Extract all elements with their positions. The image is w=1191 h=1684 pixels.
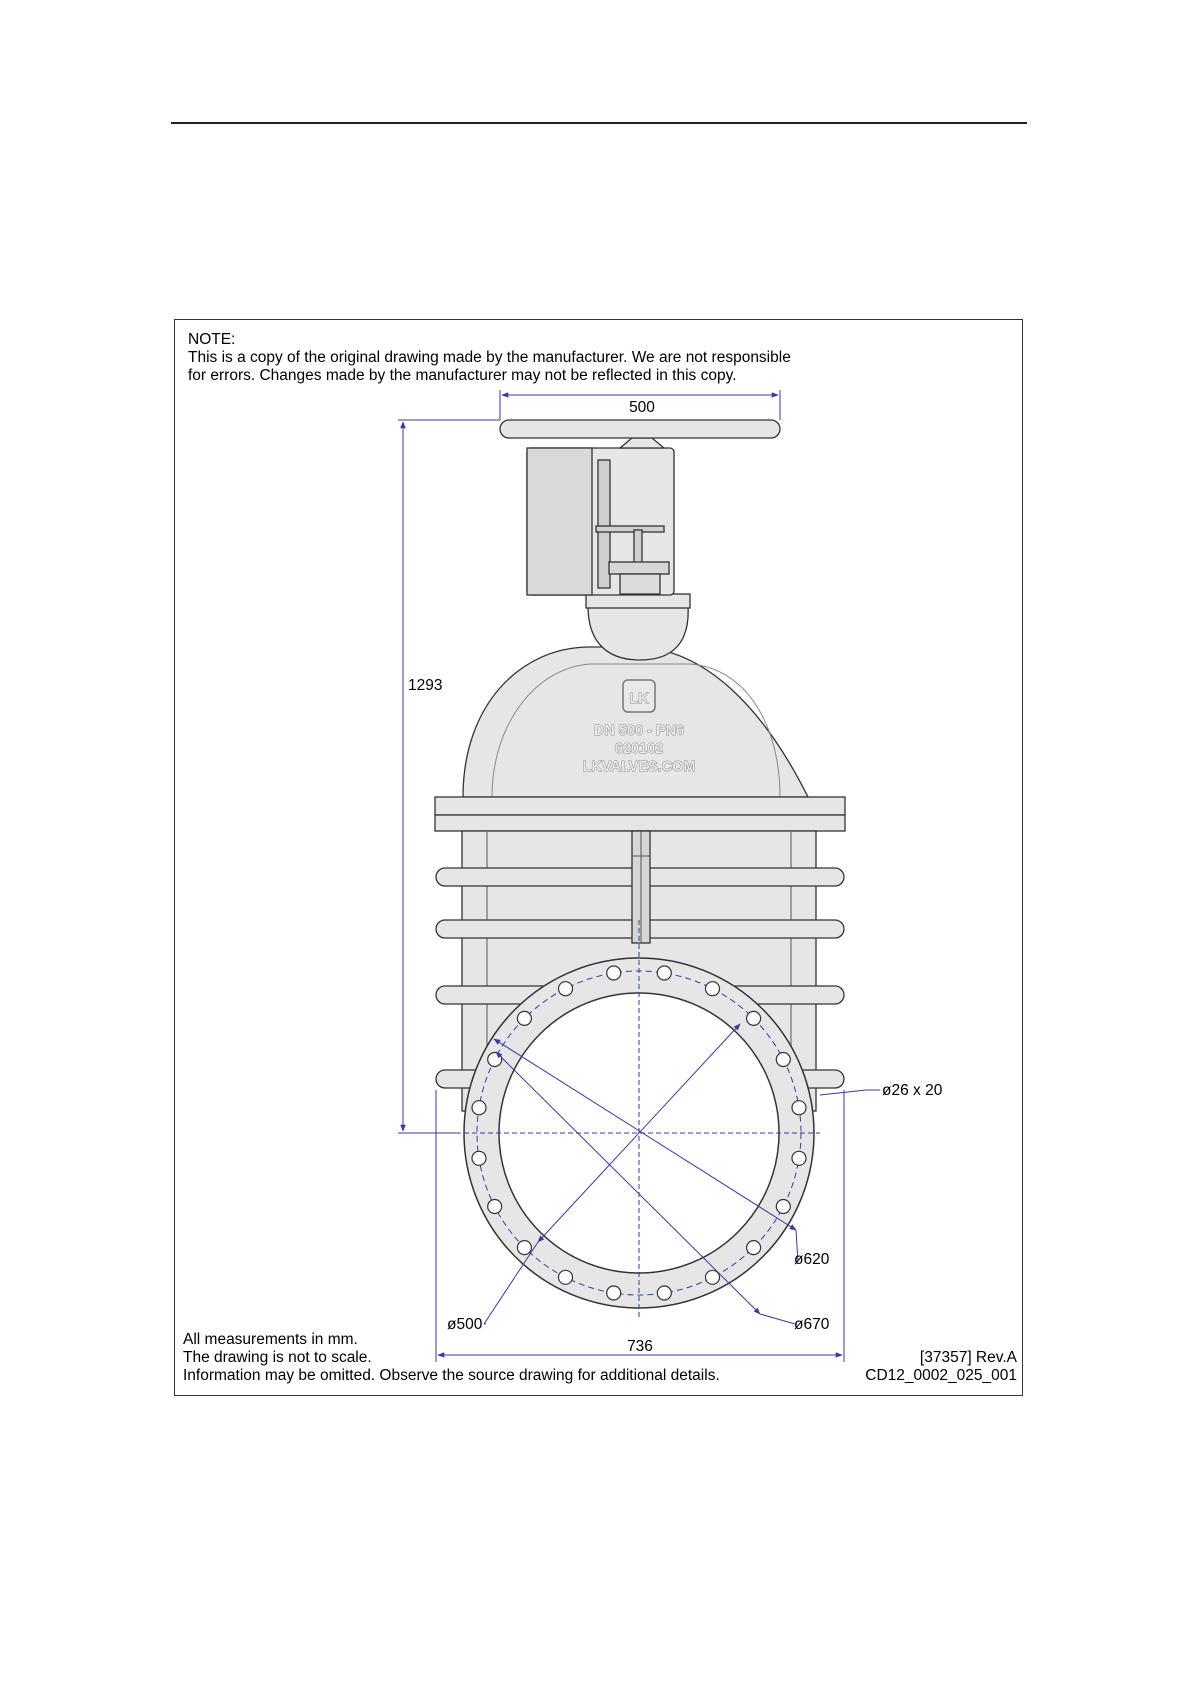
bolt-hole (516, 1010, 533, 1027)
footer-notes: All measurements in mm. The drawing is n… (183, 1331, 720, 1385)
dimension-lines (398, 390, 880, 1362)
footer-line-2: The drawing is not to scale. (183, 1349, 372, 1366)
drawing-code: CD12_0002_025_001 (865, 1367, 1017, 1384)
bonnet-flange-lower (434, 814, 846, 832)
footer-line-3: Information may be omitted. Observe the … (183, 1367, 720, 1384)
gearbox-nut (608, 561, 670, 575)
marking-code: 620102 (615, 741, 663, 757)
bolt-hole (656, 965, 672, 981)
note-block: NOTE: This is a copy of the original dra… (188, 331, 791, 385)
bolt-hole (471, 1100, 487, 1116)
footer-line-1: All measurements in mm. (183, 1331, 358, 1348)
bolt-hole (516, 1239, 533, 1256)
drawing-frame (174, 319, 1023, 1396)
bolt-hole (606, 965, 622, 981)
gearbox (499, 419, 781, 661)
bolt-hole (606, 1285, 622, 1301)
dim-flange-outer: ø670 (794, 1316, 830, 1333)
note-line-1: This is a copy of the original drawing m… (188, 349, 791, 366)
gearbox-cover (526, 447, 593, 596)
bolt-hole (471, 1150, 487, 1166)
drawing-reference: [37357] Rev.A (919, 1349, 1017, 1366)
neck-flange (585, 593, 691, 609)
bolt-hole (557, 981, 574, 997)
handwheel-spider (618, 437, 666, 449)
dim-face-to-face: 736 (627, 1338, 653, 1355)
note-line-2: for errors. Changes made by the manufact… (188, 367, 737, 384)
bolt-hole (745, 1010, 762, 1027)
bolt-hole (791, 1100, 807, 1116)
dim-bolt-holes: ø26 x 20 (882, 1082, 943, 1099)
bolt-hole (656, 1285, 672, 1301)
neck (587, 605, 689, 661)
bolt-hole (557, 1269, 574, 1285)
marking-size: DN 500 - PN6 (594, 723, 684, 739)
handwheel (499, 419, 781, 439)
dim-height: 1293 (408, 677, 442, 694)
bolt-hole (745, 1239, 762, 1256)
dim-handwheel-width: 500 (629, 399, 655, 416)
bolt-hole (775, 1051, 791, 1068)
bolt-hole (704, 981, 721, 997)
bolt-hole (487, 1051, 503, 1068)
bolt-hole (791, 1150, 807, 1166)
marking-url: LKVALVES.COM (582, 759, 695, 775)
body-marking: LK DN 500 - PN6 620102 LKVALVES.COM (582, 679, 696, 775)
bolt-hole (775, 1198, 791, 1215)
bolt-hole (487, 1198, 503, 1215)
dim-bolt-circle: ø620 (794, 1251, 830, 1268)
note-title: NOTE: (188, 331, 236, 348)
lk-logo: LK (629, 691, 649, 707)
header-rule (171, 122, 1027, 124)
bonnet-flange-upper (434, 796, 846, 816)
dim-bore: ø500 (447, 1316, 483, 1333)
lk-logo-frame (622, 679, 656, 713)
